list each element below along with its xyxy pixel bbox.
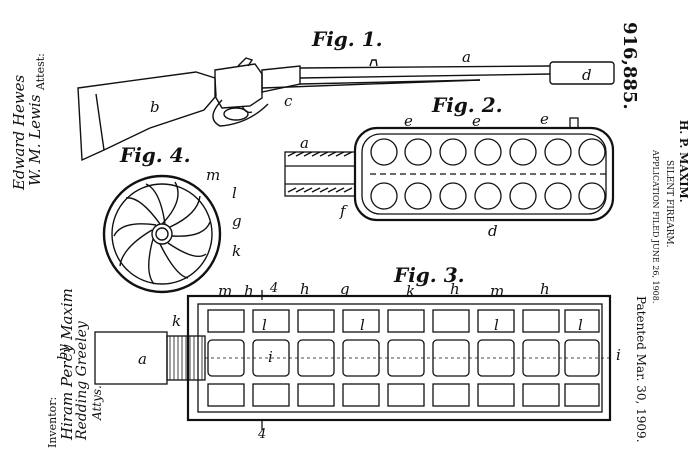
patent-title: SILENT FIREARM. [664, 160, 674, 248]
ref-c: c [284, 92, 293, 110]
ref-m-fig3a: m [218, 282, 232, 300]
figure-titles: Fig. 1. Fig. 2. Fig. 3. Fig. 4. [119, 27, 503, 287]
patent-number: 916,885. [619, 22, 640, 110]
ref-l-fig3a: l [262, 316, 267, 334]
fig2-title: Fig. 2. [431, 93, 503, 117]
ref-k-fig3a: k [406, 282, 415, 300]
ref-k-fig4: k [232, 242, 241, 260]
fig3-bore [205, 339, 610, 377]
section-mark-top: 4 [269, 281, 278, 296]
ref-g-fig3: g [340, 280, 350, 298]
ref-a-fig1: a [462, 48, 471, 66]
ref-l-fig4: l [232, 184, 237, 202]
attorney-signature: Redding Greeley [74, 321, 90, 440]
fig4-title: Fig. 4. [119, 143, 191, 167]
ref-a-fig2: a [300, 134, 309, 152]
attest-signature-2: W. M. Lewis [26, 94, 44, 186]
ref-l-fig3d: l [578, 316, 583, 334]
fig3-section [94, 290, 612, 430]
application-date: APPLICATION FILED JUNE 26, 1908. [651, 150, 660, 304]
reference-letters: a b c d a e e e f d m l g k m h h g k h … [138, 48, 621, 442]
ref-i-fig3b: i [616, 346, 621, 364]
ref-e3: e [540, 110, 549, 128]
ref-h-fig3a: h [244, 282, 254, 300]
attest-label: Attest: [34, 53, 47, 90]
fig1-rifle [77, 57, 615, 162]
section-mark-bottom: 4 [257, 427, 266, 442]
inventor-name-header: H. P. MAXIM. [677, 120, 690, 203]
ref-d-fig2: d [488, 222, 498, 240]
ref-l-fig3c: l [494, 316, 499, 334]
attorneys-label: Attys. [90, 385, 104, 420]
ref-k-fig3b: k [172, 312, 181, 330]
ref-m-fig3b: m [490, 282, 504, 300]
fig3-bottom-cells [207, 383, 600, 407]
fig1-title: Fig. 1. [311, 27, 383, 51]
fig3-title: Fig. 3. [393, 263, 465, 287]
ref-b: b [150, 98, 160, 116]
ref-h-fig3b: h [300, 280, 310, 298]
ref-m-fig4: m [206, 166, 220, 184]
ref-e2: e [472, 112, 481, 130]
ref-d-fig1: d [582, 66, 592, 84]
fig2-section [284, 117, 615, 222]
fig3-top-cells [207, 309, 600, 333]
fig4-disc [102, 174, 222, 294]
ref-l-fig3b: l [360, 316, 365, 334]
ref-f: f [339, 202, 348, 220]
ref-g-fig4: g [232, 212, 242, 230]
ref-e1: e [404, 112, 413, 130]
ref-h-fig3d: h [540, 280, 550, 298]
ref-i-fig3a: i [268, 348, 273, 366]
patented-date: Patented Mar. 30, 1909. [634, 296, 648, 443]
ref-a-fig3: a [138, 350, 147, 368]
ref-h-fig3c: h [450, 280, 460, 298]
